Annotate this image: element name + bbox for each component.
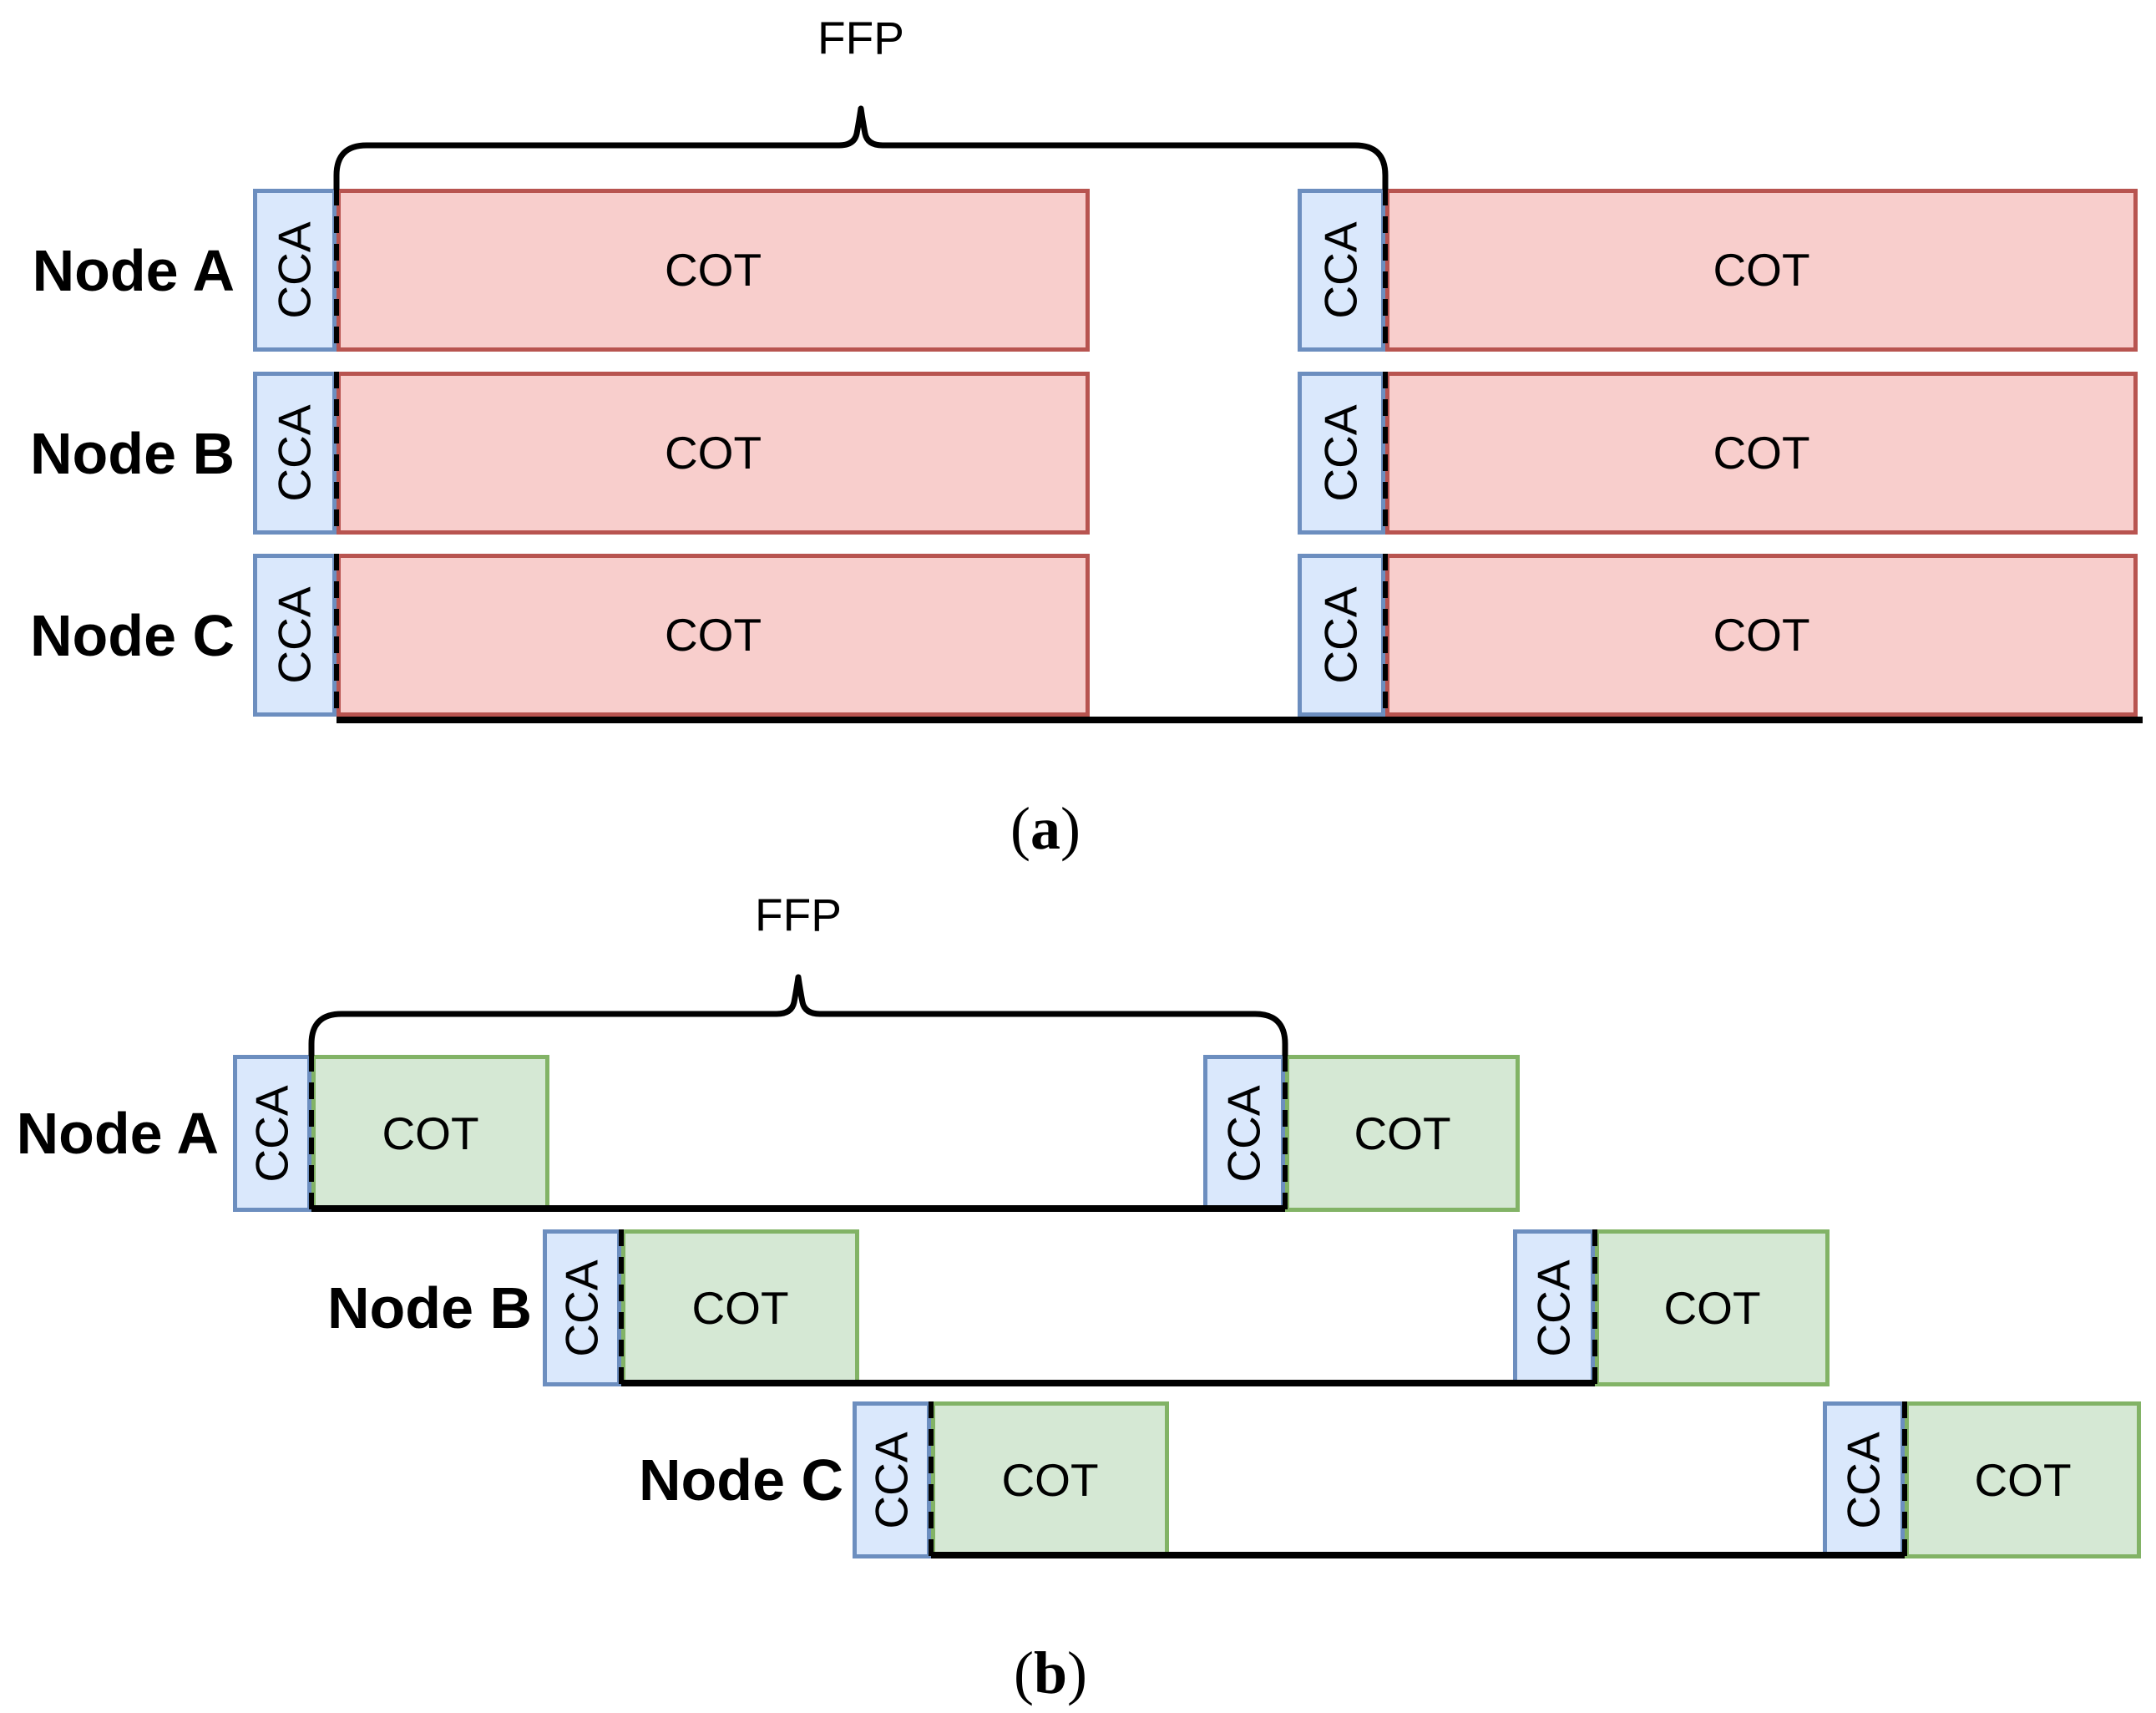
cca-slot-box: CCA [253, 554, 337, 717]
cca-end-dashed-line [1383, 189, 1388, 352]
cot-label: COT [664, 427, 762, 479]
cot-label: COT [664, 244, 762, 296]
cca-slot-box: CCA [1823, 1401, 1905, 1558]
cca-end-dashed-line [1592, 1229, 1597, 1386]
cca-end-dashed-line [334, 554, 339, 717]
cot-label: COT [1713, 427, 1810, 479]
cca-end-dashed-line [1383, 554, 1388, 717]
cot-label: COT [1974, 1453, 2072, 1506]
cca-label: CCA [1315, 221, 1367, 319]
cot-label: COT [1713, 609, 1810, 661]
cca-slot-box: CCA [1298, 372, 1385, 535]
cca-end-dashed-line [619, 1229, 624, 1386]
cca-label: CCA [245, 1084, 298, 1183]
cca-end-dashed-line [1283, 1055, 1288, 1212]
cot-transmission-box: COT [931, 1401, 1169, 1558]
cca-label: CCA [1837, 1431, 1890, 1529]
node-label: Node A [16, 1101, 219, 1166]
ffp-brace [308, 974, 1288, 1058]
cca-slot-box: CCA [253, 372, 337, 535]
caption-open-paren: ( [1010, 795, 1030, 862]
caption-letter: b [1033, 1640, 1068, 1706]
cot-label: COT [382, 1107, 479, 1159]
ffp-period-label: FFP [817, 12, 904, 64]
cca-end-dashed-line [929, 1401, 934, 1558]
caption-open-paren: ( [1013, 1640, 1034, 1706]
cot-label: COT [1713, 244, 1810, 296]
cot-transmission-box: COT [311, 1055, 549, 1212]
cca-slot-box: CCA [1298, 554, 1385, 717]
cca-slot-box: CCA [1298, 189, 1385, 352]
node-label: Node C [639, 1447, 843, 1513]
cot-transmission-box: COT [1905, 1401, 2141, 1558]
time-axis-line [621, 1380, 1595, 1386]
cca-end-dashed-line [1383, 372, 1388, 535]
cca-label: CCA [555, 1259, 608, 1357]
cot-label: COT [1354, 1107, 1451, 1159]
cca-label: CCA [1217, 1084, 1270, 1183]
node-label: Node A [32, 237, 235, 303]
caption-a: (a) [1010, 798, 1081, 859]
cca-label: CCA [1315, 586, 1367, 684]
node-label: Node B [327, 1275, 532, 1340]
cot-transmission-box: COT [1385, 372, 2138, 535]
cca-label: CCA [1527, 1259, 1580, 1357]
cot-transmission-box: COT [1595, 1229, 1830, 1386]
caption-letter: a [1030, 795, 1060, 862]
caption-b: (b) [1014, 1643, 1087, 1703]
cot-label: COT [1663, 1281, 1761, 1334]
cca-label: CCA [268, 221, 321, 319]
time-axis-line [337, 717, 2143, 723]
time-axis-line [931, 1552, 1905, 1558]
caption-close-paren: ) [1067, 1640, 1088, 1706]
cot-transmission-box: COT [337, 554, 1090, 717]
cot-transmission-box: COT [621, 1229, 859, 1386]
cca-end-dashed-line [1902, 1401, 1907, 1558]
cca-slot-box: CCA [233, 1055, 311, 1212]
ffp-period-label: FFP [755, 889, 842, 941]
cca-end-dashed-line [334, 189, 339, 352]
cca-label: CCA [268, 586, 321, 684]
time-axis-line [311, 1205, 1285, 1212]
cca-end-dashed-line [309, 1055, 314, 1212]
node-label: Node C [30, 602, 235, 668]
cot-label: COT [691, 1281, 789, 1334]
cca-slot-box: CCA [1203, 1055, 1285, 1212]
cca-slot-box: CCA [543, 1229, 621, 1386]
cca-slot-box: CCA [253, 189, 337, 352]
ffp-brace [333, 105, 1389, 192]
caption-close-paren: ) [1060, 795, 1081, 862]
cca-slot-box: CCA [1513, 1229, 1595, 1386]
cca-label: CCA [1315, 404, 1367, 502]
cca-end-dashed-line [334, 372, 339, 535]
cot-transmission-box: COT [1385, 189, 2138, 352]
cot-label: COT [1001, 1453, 1099, 1506]
node-label: Node B [30, 420, 235, 486]
cot-transmission-box: COT [337, 372, 1090, 535]
cca-label: CCA [268, 404, 321, 502]
cot-transmission-box: COT [1385, 554, 2138, 717]
cot-transmission-box: COT [1285, 1055, 1520, 1212]
cca-label: CCA [865, 1431, 918, 1529]
cot-label: COT [664, 609, 762, 661]
cot-transmission-box: COT [337, 189, 1090, 352]
cca-slot-box: CCA [853, 1401, 931, 1558]
